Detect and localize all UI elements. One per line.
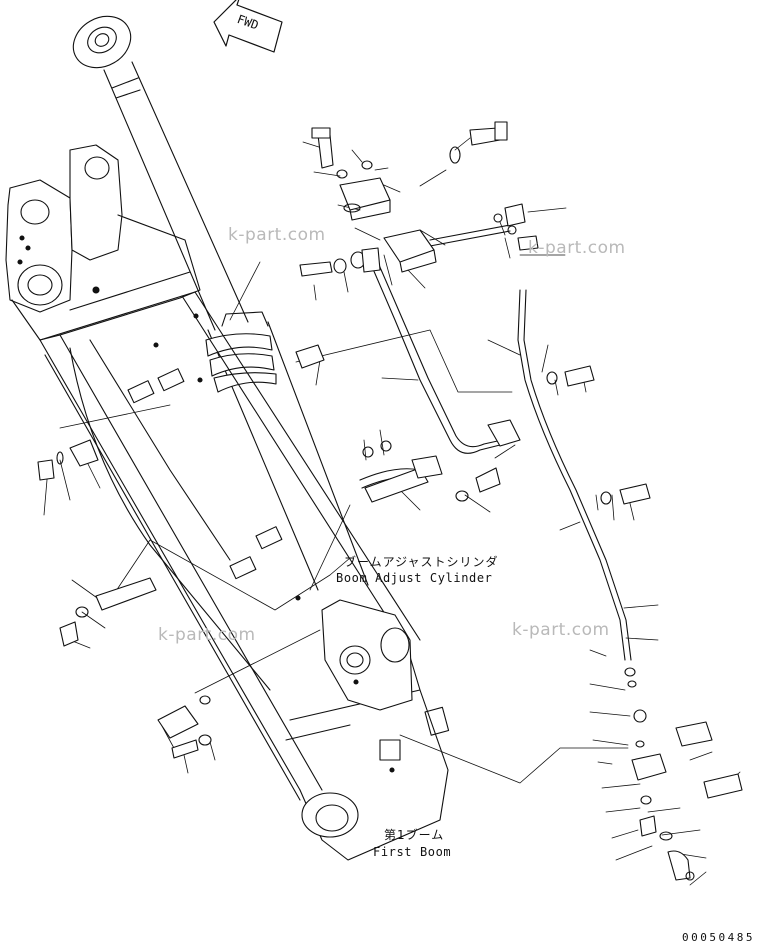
fwd-arrow-icon bbox=[213, 0, 283, 53]
boom-adjust-cylinder-label-jp: ブームアジャストシリンダ bbox=[344, 555, 499, 569]
watermark: k-part.com bbox=[528, 238, 626, 258]
small-parts bbox=[37, 121, 743, 881]
boom-adjust-cylinder bbox=[72, 15, 369, 591]
watermark: k-part.com bbox=[512, 620, 610, 640]
first-boom-label-en: First Boom bbox=[373, 845, 452, 859]
figure-number: 00050485 bbox=[682, 931, 755, 944]
hoses bbox=[359, 224, 632, 661]
watermark: k-part.com bbox=[228, 225, 326, 245]
watermark: k-part.com bbox=[158, 625, 256, 645]
leader-lines bbox=[43, 137, 741, 886]
first-boom bbox=[5, 144, 450, 861]
boom-adjust-cylinder-label-en: Boom Adjust Cylinder bbox=[336, 571, 493, 585]
first-boom-label-jp: 第1ブーム bbox=[384, 828, 445, 842]
